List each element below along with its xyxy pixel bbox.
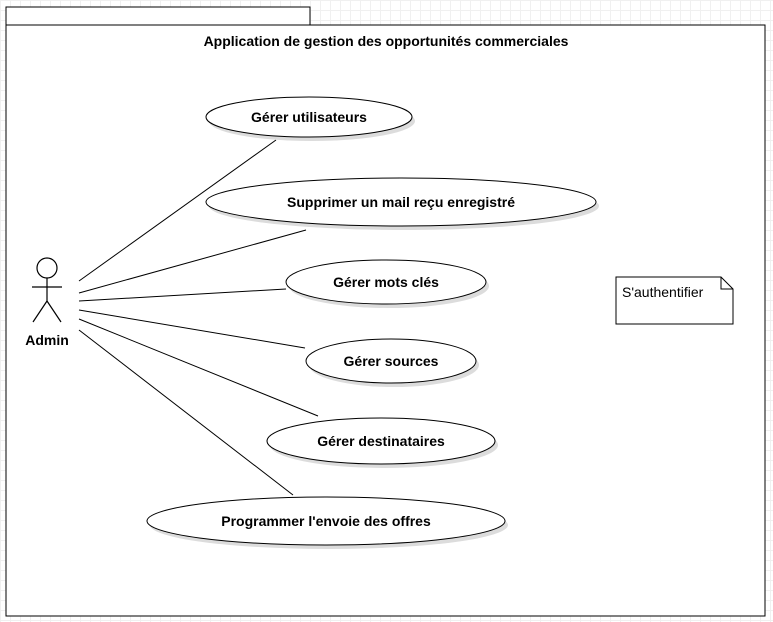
use-case-label: Gérer sources — [344, 353, 439, 369]
use-case-ellipse — [266, 417, 496, 465]
actor-right-leg — [46, 300, 62, 323]
actor-name: Admin — [25, 332, 69, 348]
use-case-label: Gérer destinataires — [317, 433, 445, 449]
actor-left-leg — [32, 300, 48, 323]
use-case-label: Supprimer un mail reçu enregistré — [287, 194, 515, 210]
note-body — [615, 276, 734, 325]
association-line-gerer-mots-cles — [78, 288, 287, 302]
system-title: Application de gestion des opportunités … — [204, 33, 569, 49]
use-case-label: Gérer utilisateurs — [251, 109, 367, 125]
system-boundary-tab — [5, 6, 311, 26]
use-case-gerer-utilisateurs[interactable]: Gérer utilisateurs — [205, 96, 415, 141]
use-case-ellipse — [305, 338, 477, 384]
association-line-gerer-sources — [78, 309, 306, 349]
use-case-programmer-envoie[interactable]: Programmer l'envoie des offres — [146, 496, 508, 549]
association-line-programmer-envoie — [78, 329, 294, 496]
use-case-supprimer-mail[interactable]: Supprimer un mail reçu enregistré — [205, 177, 599, 230]
associations — [78, 139, 319, 496]
use-case-ellipse — [285, 259, 487, 305]
use-case-gerer-sources[interactable]: Gérer sources — [305, 338, 479, 387]
actor-head — [36, 257, 58, 279]
use-case-label: Gérer mots clés — [333, 274, 439, 290]
use-case-ellipse — [205, 177, 597, 227]
use-case-ellipse — [146, 496, 506, 546]
use-case-ellipse — [205, 96, 413, 138]
association-line-supprimer-mail — [78, 229, 307, 294]
association-line-gerer-destinataires — [78, 318, 319, 417]
association-line-gerer-utilisateurs — [78, 139, 277, 282]
use-case-gerer-destinataires[interactable]: Gérer destinataires — [266, 417, 498, 468]
use-case-label: Programmer l'envoie des offres — [221, 513, 431, 529]
note-fold — [720, 277, 733, 290]
note-text: S'authentifier — [622, 284, 704, 300]
use-case-gerer-mots-cles[interactable]: Gérer mots clés — [285, 259, 489, 308]
actor-admin[interactable] — [32, 257, 62, 323]
note-sauthentifier[interactable]: S'authentifier — [615, 276, 734, 325]
